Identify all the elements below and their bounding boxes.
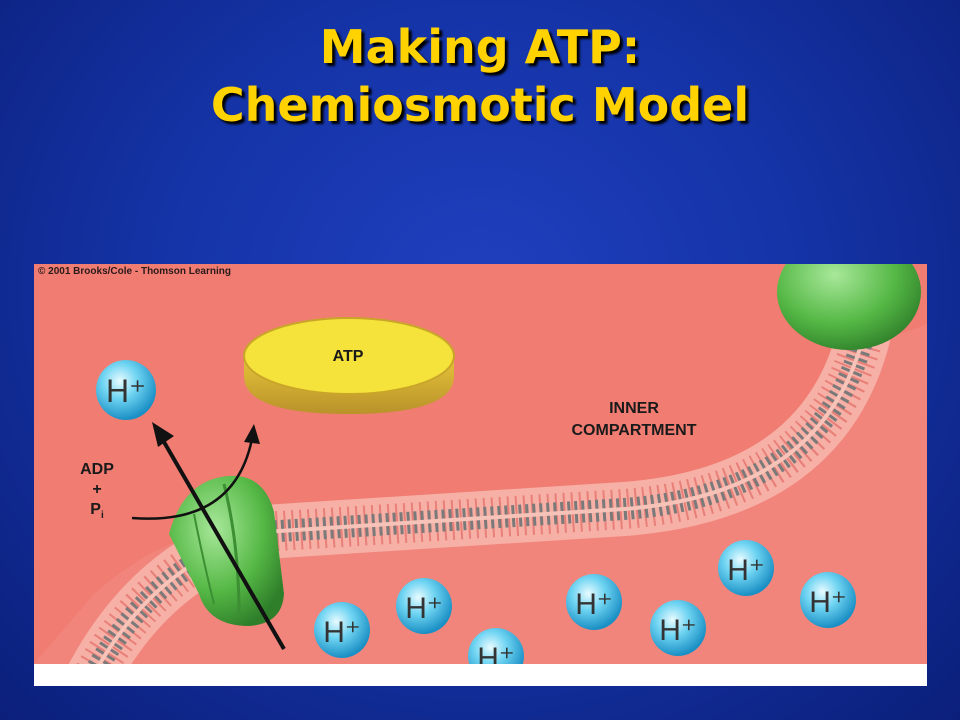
proton-h-2: H⁺	[314, 602, 370, 658]
proton-h-8: H⁺	[800, 572, 856, 628]
membrane-protein	[777, 264, 921, 350]
atp-label: ATP	[332, 348, 364, 365]
figure-graphics: H⁺ H⁺ H⁺ H⁺ H⁺ H⁺ H⁺ H⁺	[34, 264, 927, 686]
proton-h-1: H⁺	[96, 360, 156, 420]
svg-text:H⁺: H⁺	[106, 373, 146, 409]
adp-pi-label: ADP + Pi	[62, 460, 132, 526]
svg-text:H⁺: H⁺	[809, 586, 847, 619]
inner-label-line-2: COMPARTMENT	[571, 422, 697, 439]
adp-text: ADP	[80, 461, 114, 478]
atp-disc	[243, 317, 455, 414]
pi-text: Pi	[62, 500, 132, 526]
proton-h-7: H⁺	[718, 540, 774, 596]
proton-flow-arrow	[152, 422, 286, 651]
membrane	[67, 307, 891, 686]
pi-subscript: i	[100, 510, 104, 522]
chemiosmosis-figure: H⁺ H⁺ H⁺ H⁺ H⁺ H⁺ H⁺ H⁺	[34, 264, 927, 686]
slide-title-line-2: Chemiosmotic Model	[210, 78, 750, 132]
proton-h-3: H⁺	[396, 578, 452, 634]
copyright-notice: © 2001 Brooks/Cole - Thomson Learning	[38, 266, 231, 277]
svg-text:H⁺: H⁺	[727, 554, 765, 587]
svg-text:H⁺: H⁺	[405, 592, 443, 625]
proton-h-6: H⁺	[650, 600, 706, 656]
plus-text: +	[92, 481, 102, 498]
proton-h-5: H⁺	[566, 574, 622, 630]
svg-text:H⁺: H⁺	[323, 616, 361, 649]
svg-text:H⁺: H⁺	[659, 614, 697, 647]
phosphorylation-arrow	[131, 424, 260, 520]
slide-title-line-1: Making ATP:	[319, 20, 641, 74]
slide-title: Making ATP: Chemiosmotic Model	[0, 18, 960, 134]
inner-label-line-1: INNER	[609, 400, 659, 417]
svg-text:H⁺: H⁺	[575, 588, 613, 621]
inner-compartment-label: INNER COMPARTMENT	[534, 398, 734, 442]
figure-bottom-strip	[34, 664, 927, 686]
pi-main: P	[90, 501, 101, 518]
